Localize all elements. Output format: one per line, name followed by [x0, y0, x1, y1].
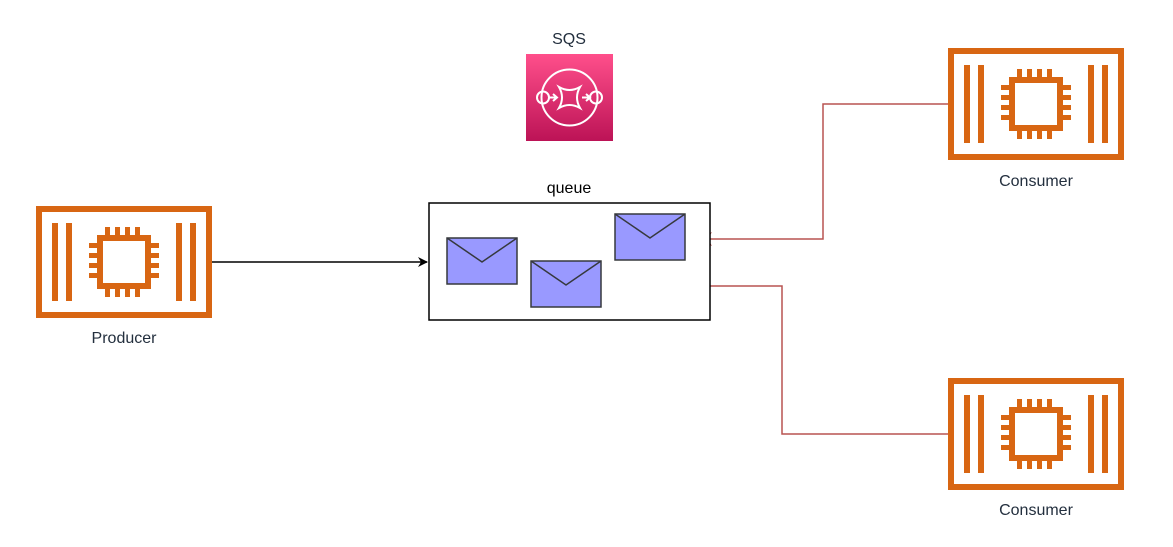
- consumer-ec2-instance-icon[interactable]: [951, 51, 1121, 157]
- message-envelope-icon: [614, 213, 686, 261]
- consumer-ec2-instance-icon[interactable]: [951, 381, 1121, 487]
- message-envelope-icon: [530, 260, 602, 308]
- consumer-label: Consumer: [999, 502, 1073, 519]
- consumer-top-arrow: [698, 103, 948, 246]
- consumer-label: Consumer: [999, 173, 1073, 190]
- sqs-label: SQS: [552, 31, 586, 48]
- producer-ec2-instance-icon[interactable]: [39, 209, 209, 315]
- message-envelope-icon: [446, 237, 518, 285]
- sqs-service-icon: [526, 54, 613, 141]
- queue-label: queue: [546, 180, 592, 197]
- producer-label: Producer: [91, 330, 157, 347]
